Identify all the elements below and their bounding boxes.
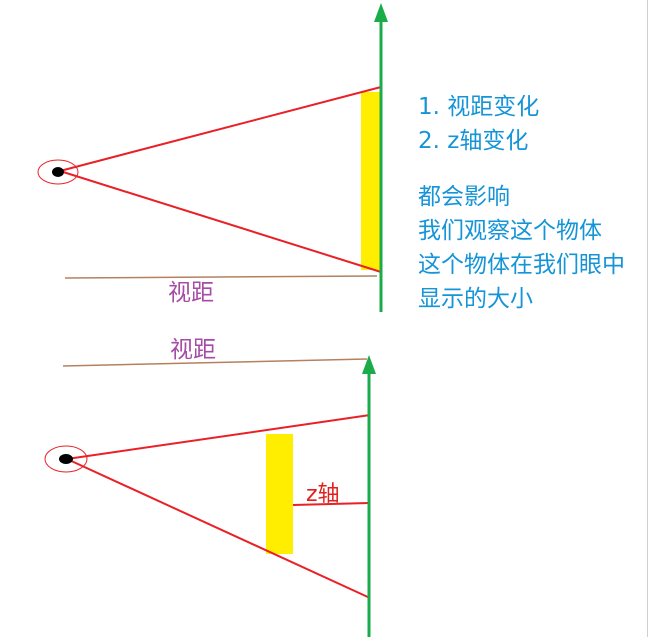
conclusion-line-4: 显示的大小 <box>418 286 533 312</box>
note-item-1: 1. 视距变化 <box>418 94 540 120</box>
top-distance-line <box>64 275 378 279</box>
top-ray-lower <box>59 170 382 273</box>
conclusion-line-3: 这个物体在我们眼中 <box>418 252 625 278</box>
top-axis-arrowhead <box>374 3 388 22</box>
top-object-bar <box>361 92 381 270</box>
top-diagram <box>37 3 388 312</box>
bottom-distance-line <box>62 358 368 367</box>
top-eye-pupil <box>52 167 64 177</box>
conclusion-line-1: 都会影响 <box>418 184 510 210</box>
bottom-axis-arrowhead <box>362 355 376 374</box>
bottom-ray-upper <box>66 414 371 460</box>
note-item-2: 2. z轴变化 <box>418 128 529 154</box>
top-ray-upper <box>59 86 382 172</box>
bottom-z-line <box>292 502 370 506</box>
bottom-diagram <box>44 355 376 637</box>
z-axis-label: z轴 <box>306 482 340 507</box>
top-distance-label: 视距 <box>168 280 214 306</box>
bottom-object-bar <box>266 434 293 554</box>
bottom-ray-lower <box>66 458 371 599</box>
conclusion-line-2: 我们观察这个物体 <box>418 218 602 244</box>
bottom-distance-label: 视距 <box>170 337 216 363</box>
bottom-eye-pupil <box>59 454 73 464</box>
notes-block: 1. 视距变化 2. z轴变化 都会影响 我们观察这个物体 这个物体在我们眼中 … <box>418 90 625 316</box>
top-eye-ring <box>37 159 79 185</box>
bottom-eye-ring <box>44 445 88 473</box>
